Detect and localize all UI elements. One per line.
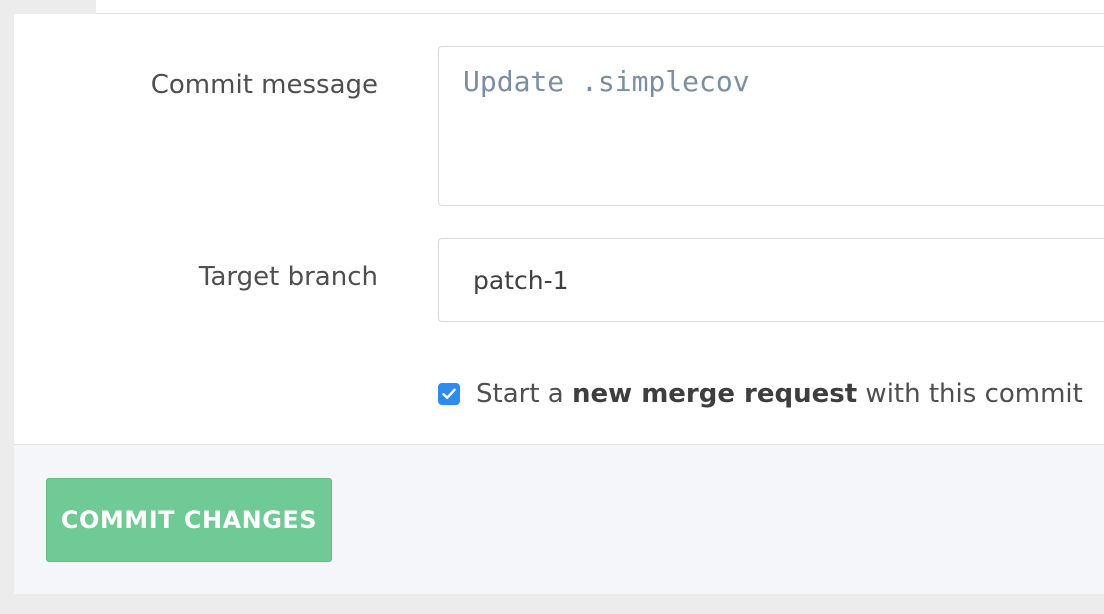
target-branch-label: Target branch [198,262,378,292]
merge-request-checkbox[interactable] [438,383,460,405]
form-actions-footer: COMMIT CHANGES [14,445,1104,594]
commit-form: Commit message Update .simplecov Target … [14,14,1104,445]
merge-request-text-after: with this commit [857,379,1083,409]
merge-request-text-before: Start a [476,379,572,409]
merge-request-option[interactable]: Start a new merge request with this comm… [438,376,1083,412]
merge-request-option-label: Start a new merge request with this comm… [476,379,1083,409]
merge-request-text-bold: new merge request [571,379,858,409]
target-branch-input[interactable]: patch-1 [438,238,1104,322]
top-content-strip [96,0,1104,14]
commit-changes-button[interactable]: COMMIT CHANGES [46,478,332,562]
commit-message-label: Commit message [150,70,378,100]
commit-message-textarea[interactable]: Update .simplecov [438,46,1104,206]
checkmark-icon [442,388,456,399]
